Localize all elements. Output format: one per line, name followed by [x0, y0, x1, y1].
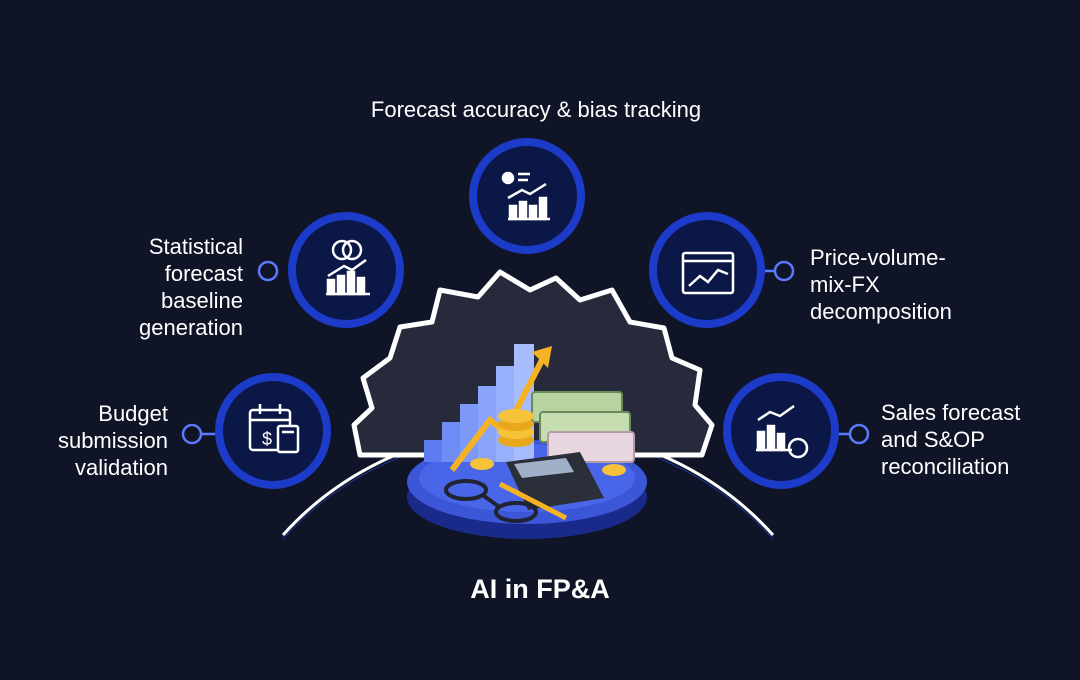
label-budget: Budget submission validation [58, 400, 168, 481]
label-line: Statistical [148, 234, 243, 259]
label-line: decomposition [810, 299, 952, 324]
bar-chart-dollar-icon [756, 404, 809, 459]
calendar-calculator-icon [248, 404, 300, 454]
label-line: forecast [164, 261, 243, 286]
connectors [181, 260, 870, 445]
label-statistical: Statistical forecast baseline generation [139, 233, 243, 341]
node-statistical [288, 212, 404, 328]
finance-illustration [407, 344, 647, 539]
label-sales: Sales forecast and S&OP reconciliation [881, 399, 1020, 480]
label-line: baseline [161, 288, 243, 313]
node-sales [723, 373, 839, 489]
analytics-dashboard-icon [501, 171, 550, 221]
dollar-glyph: $ [262, 429, 272, 449]
diagram-title: AI in FP&A [470, 574, 610, 604]
node-accuracy [469, 138, 585, 254]
label-line: Budget [98, 401, 168, 426]
coins-growth-chart-icon [326, 239, 370, 296]
label-line: submission [57, 428, 168, 453]
node-pvm [649, 212, 765, 328]
label-line: Forecast accuracy & bias tracking [370, 97, 702, 122]
label-pvm: Price-volume- mix-FX decomposition [810, 244, 952, 325]
node-budget: $ [215, 373, 331, 489]
label-line: mix-FX [810, 272, 880, 297]
label-line: Price-volume- [810, 245, 946, 270]
label-line: generation [139, 315, 243, 340]
label-line: and S&OP [881, 427, 985, 452]
label-accuracy: Forecast accuracy & bias tracking [0, 96, 1072, 123]
label-line: validation [75, 455, 168, 480]
line-chart-window-icon [681, 251, 735, 295]
label-line: reconciliation [881, 454, 1010, 479]
label-line: Sales forecast [881, 400, 1021, 425]
